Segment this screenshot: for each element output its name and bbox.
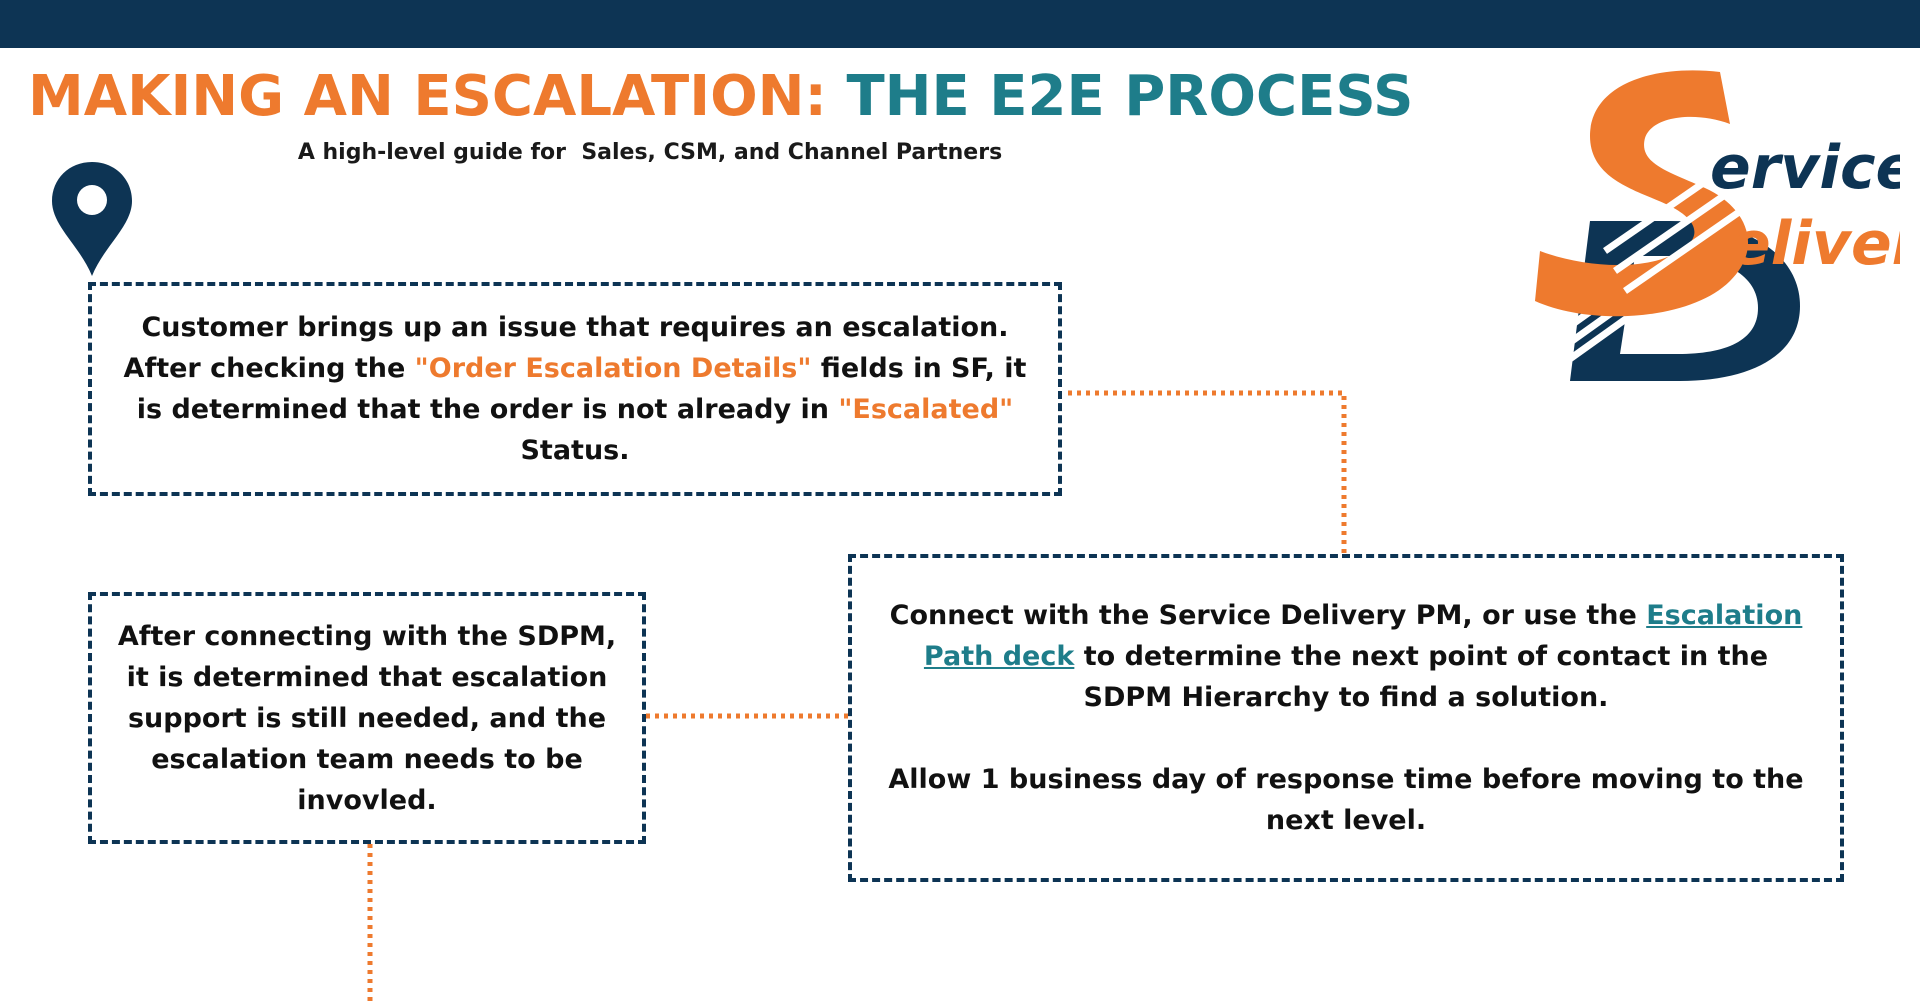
- page-title: MAKING AN ESCALATION: THE E2E PROCESS: [28, 62, 1414, 132]
- location-pin-icon: [52, 162, 132, 276]
- logo-word-service: ervice: [1710, 133, 1900, 203]
- step-3-text: After connecting with the SDPM, it is de…: [117, 620, 617, 816]
- logo-s-letter: [1535, 70, 1757, 317]
- step-1-box: Customer brings up an issue that require…: [88, 282, 1062, 496]
- step-2-note: Allow 1 business day of response time be…: [888, 764, 1804, 836]
- top-bar: [0, 0, 1920, 48]
- service-delivery-logo: ervice elivery: [1535, 70, 1900, 381]
- logo-word-delivery: elivery: [1730, 209, 1900, 279]
- escalation-path-deck-link[interactable]: Escalation Path deck: [923, 600, 1803, 672]
- escalated-highlight: "Escalated": [838, 394, 1014, 425]
- step-1-text: Customer brings up an issue that require…: [123, 312, 1027, 466]
- step-3-box: After connecting with the SDPM, it is de…: [88, 592, 646, 844]
- title-part-orange: MAKING AN ESCALATION:: [28, 64, 827, 129]
- title-part-teal: THE E2E PROCESS: [846, 64, 1414, 129]
- order-escalation-details-highlight: "Order Escalation Details": [414, 353, 812, 384]
- subtitle: A high-level guide for Sales, CSM, and C…: [297, 140, 1003, 165]
- step-2-box: Connect with the Service Delivery PM, or…: [848, 554, 1844, 882]
- connector-step1-to-step2: [1068, 390, 1347, 554]
- step-2-text: Connect with the Service Delivery PM, or…: [889, 600, 1803, 713]
